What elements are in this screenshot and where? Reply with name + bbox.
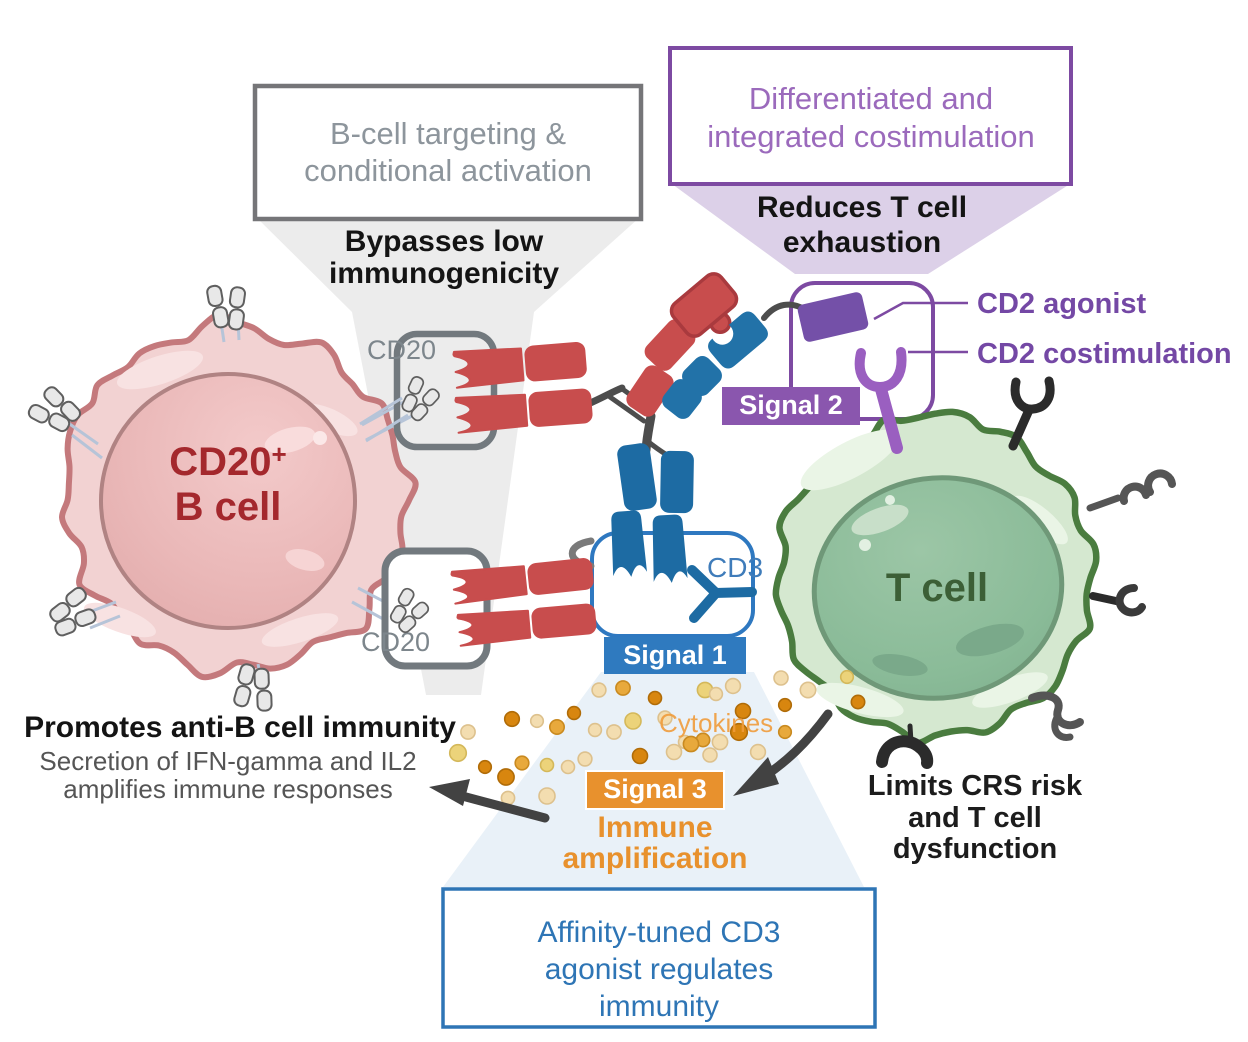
svg-text:agonist regulates: agonist regulates xyxy=(545,953,774,986)
svg-text:Immune: Immune xyxy=(597,811,712,844)
svg-text:CD2 agonist: CD2 agonist xyxy=(977,288,1147,320)
svg-text:Secretion of IFN-gamma and IL2: Secretion of IFN-gamma and IL2 xyxy=(39,746,416,776)
svg-text:B cell: B cell xyxy=(175,485,282,529)
svg-text:Signal 2: Signal 2 xyxy=(739,390,843,420)
svg-text:exhaustion: exhaustion xyxy=(783,226,941,259)
svg-text:CD20: CD20 xyxy=(361,627,430,657)
svg-text:Limits CRS risk: Limits CRS risk xyxy=(868,770,1083,802)
svg-text:CD2 costimulation: CD2 costimulation xyxy=(977,338,1232,370)
svg-text:integrated costimulation: integrated costimulation xyxy=(707,119,1034,154)
svg-text:Signal 1: Signal 1 xyxy=(623,640,727,670)
svg-text:immunity: immunity xyxy=(599,990,719,1023)
svg-text:CD20: CD20 xyxy=(367,335,436,365)
svg-text:Differentiated and: Differentiated and xyxy=(749,81,993,116)
svg-text:immunogenicity: immunogenicity xyxy=(329,257,559,290)
svg-text:conditional activation: conditional activation xyxy=(304,153,592,188)
svg-text:Reduces T cell: Reduces T cell xyxy=(757,191,967,224)
svg-text:Cytokines: Cytokines xyxy=(659,708,773,738)
svg-text:Promotes anti-B cell immunity: Promotes anti-B cell immunity xyxy=(24,711,456,744)
svg-text:CD20+: CD20+ xyxy=(169,439,286,484)
svg-text:Bypasses low: Bypasses low xyxy=(345,225,544,258)
svg-text:amplification: amplification xyxy=(562,842,747,875)
svg-text:CD3: CD3 xyxy=(707,552,763,583)
svg-text:Signal 3: Signal 3 xyxy=(603,774,707,804)
svg-text:amplifies immune responses: amplifies immune responses xyxy=(63,774,392,804)
svg-text:dysfunction: dysfunction xyxy=(893,833,1057,865)
svg-text:Affinity-tuned CD3: Affinity-tuned CD3 xyxy=(538,916,781,949)
svg-text:T cell: T cell xyxy=(886,566,988,610)
svg-text:and T cell: and T cell xyxy=(908,802,1042,834)
svg-text:B-cell targeting &: B-cell targeting & xyxy=(330,116,566,151)
